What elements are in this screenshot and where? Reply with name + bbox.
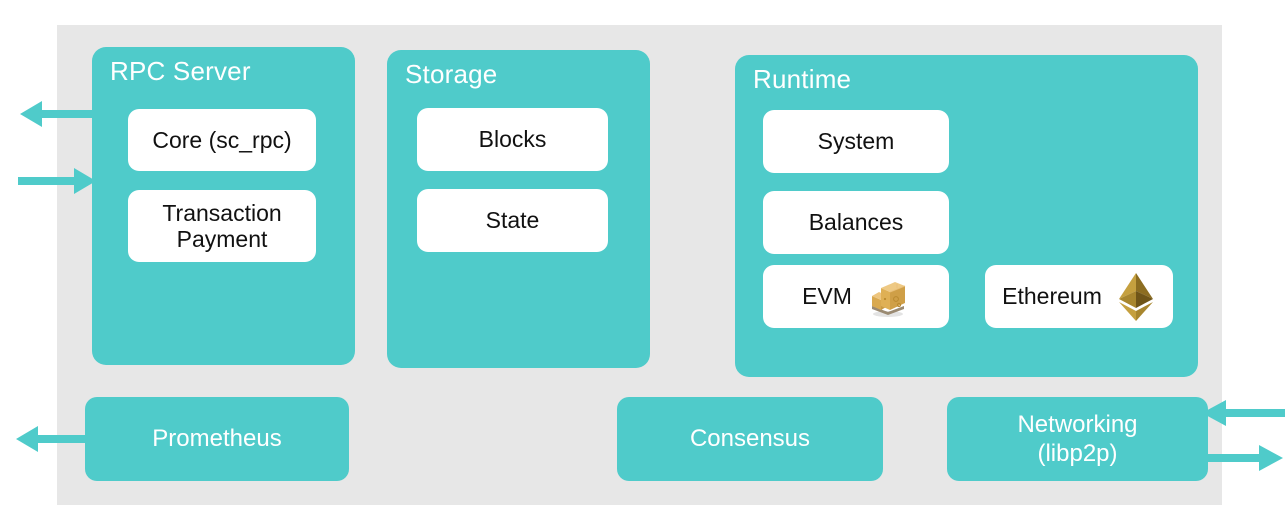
card-label-balances: Balances <box>808 209 904 236</box>
card-label-state: State <box>485 207 540 234</box>
card-label-core: Core (sc_rpc) <box>152 126 292 153</box>
box-prometheus[interactable]: Prometheus <box>85 397 349 481</box>
card-ethereum[interactable]: Ethereum <box>985 265 1173 328</box>
card-core[interactable]: Core (sc_rpc) <box>128 109 316 171</box>
group-title-storage: Storage <box>405 59 498 89</box>
box-consensus[interactable]: Consensus <box>617 397 883 481</box>
group-title-rpc-server: RPC Server <box>110 56 251 86</box>
box-networking[interactable]: Networking (libp2p) <box>947 397 1208 481</box>
card-label-system: System <box>817 128 895 155</box>
card-blocks[interactable]: Blocks <box>417 108 608 171</box>
card-label-ethereum: Ethereum <box>1002 283 1102 310</box>
card-balances[interactable]: Balances <box>763 191 949 254</box>
card-evm[interactable]: EVM <box>763 265 949 328</box>
package-crate-icon <box>871 281 906 317</box>
card-label-blocks: Blocks <box>478 126 547 153</box>
card-state[interactable]: State <box>417 189 608 252</box>
card-label-transaction-payment: Transaction Payment <box>162 199 282 252</box>
box-label-consensus: Consensus <box>689 425 811 453</box>
box-label-networking: Networking (libp2p) <box>1017 410 1138 467</box>
group-title-runtime: Runtime <box>753 64 852 94</box>
card-transaction-payment[interactable]: Transaction Payment <box>128 190 316 262</box>
group-runtime: Runtime System Balances EVM <box>735 55 1198 377</box>
group-storage: Storage Blocks State <box>387 50 650 368</box>
box-label-prometheus: Prometheus <box>152 425 282 453</box>
card-system[interactable]: System <box>763 110 949 173</box>
ethereum-logo-icon <box>1118 272 1153 321</box>
group-rpc-server: RPC Server Core (sc_rpc) Transaction Pay… <box>92 47 355 365</box>
card-label-evm: EVM <box>802 283 852 310</box>
